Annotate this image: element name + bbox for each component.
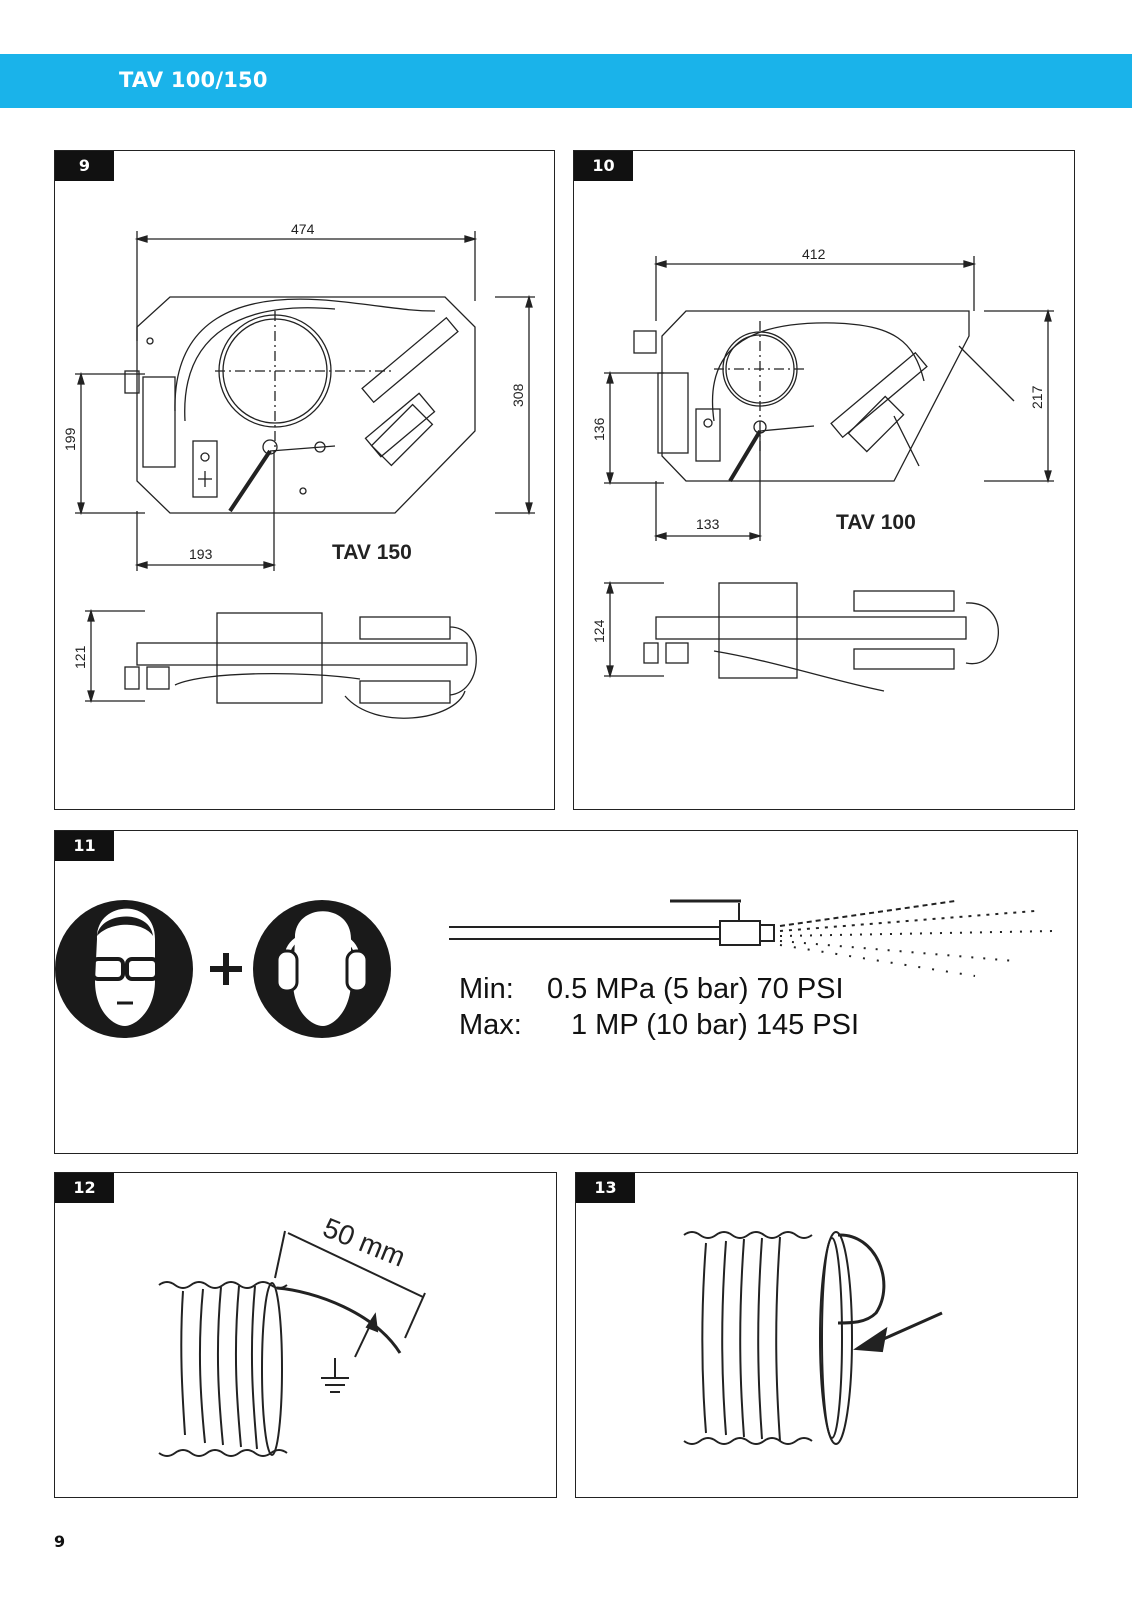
tav100-drawing: 412 217 136 133 124 TAV 100 [591,246,1054,692]
dim-depth: 124 [591,619,607,643]
min-pressure-label: Min: [459,973,514,1005]
figure-number: 13 [576,1173,635,1203]
figure-number: 9 [55,151,114,181]
figure-number: 10 [574,151,633,181]
figure-12-panel: 12 50 mm [54,1172,557,1498]
figure-number: 12 [55,1173,114,1203]
dim-height: 217 [1029,385,1045,409]
max-pressure-label: Max: [459,1009,522,1041]
min-pressure-value: 0.5 MPa (5 bar) 70 PSI [547,973,844,1005]
figure-11-panel: 11 Mi [54,830,1078,1154]
tav150-drawing: 474 308 199 193 121 TAV 150 [62,221,535,719]
air-valve-drawing [449,899,1056,977]
duct-clamp-drawing [683,1231,943,1445]
dim-offset: 133 [696,516,720,532]
figure-number: 11 [55,831,114,861]
model-label: TAV 150 [332,541,412,564]
dim-width: 412 [802,246,826,262]
header-banner: TAV 100/150 [0,54,1132,108]
figure-9-panel: 9 [54,150,555,810]
ground-icon [321,1358,349,1393]
dim-width: 474 [291,221,315,237]
plus-icon [210,953,242,985]
dim-side: 136 [591,417,607,441]
ppe-and-air-drawing [55,899,1056,1038]
ear-protection-icon [253,900,391,1038]
page-number: 9 [54,1532,66,1551]
dim-height: 308 [510,383,526,407]
dim-offset: 193 [189,546,213,562]
figure-13-panel: 13 [575,1172,1078,1498]
duct-grounding-drawing: 50 mm [158,1212,426,1457]
dim-side: 199 [62,427,78,451]
measure-label: 50 mm [319,1212,410,1273]
dim-depth: 121 [72,645,88,669]
document-title: TAV 100/150 [119,68,268,92]
max-pressure-value: 1 MP (10 bar) 145 PSI [571,1009,860,1041]
safety-goggles-icon [55,900,193,1038]
model-label: TAV 100 [836,511,916,534]
figure-10-panel: 10 [573,150,1075,810]
